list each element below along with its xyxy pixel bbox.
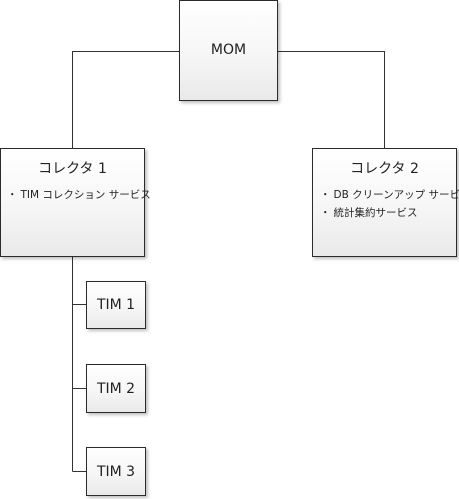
collector1-service-item: TIM コレクション サービス [7,189,151,202]
mom-label: MOM [210,42,247,58]
tim3-node[interactable]: TIM 3 [86,447,146,496]
mom-node[interactable]: MOM [179,0,278,101]
tim2-label: TIM 2 [96,380,136,397]
collector2-node[interactable]: コレクタ 2 DB クリーンアップ サービス 統計集約サービス [312,148,459,257]
collector2-service-list: DB クリーンアップ サービス 統計集約サービス [320,189,459,225]
tim1-label: TIM 1 [96,297,136,313]
mom-to-collectors-connector [72,51,385,148]
collector1-node[interactable]: コレクタ 1 TIM コレクション サービス [0,148,151,257]
tim2-node[interactable]: TIM 2 [86,364,146,413]
tim3-label: TIM 3 [96,463,136,480]
collector2-service-item: 統計集約サービス [320,207,459,220]
collector1-service-list: TIM コレクション サービス [7,189,151,207]
tim1-node[interactable]: TIM 1 [86,281,146,329]
collector2-label: コレクタ 2 [350,161,419,177]
collector2-service-item: DB クリーンアップ サービス [320,189,459,202]
collector1-label: コレクタ 1 [38,161,107,177]
